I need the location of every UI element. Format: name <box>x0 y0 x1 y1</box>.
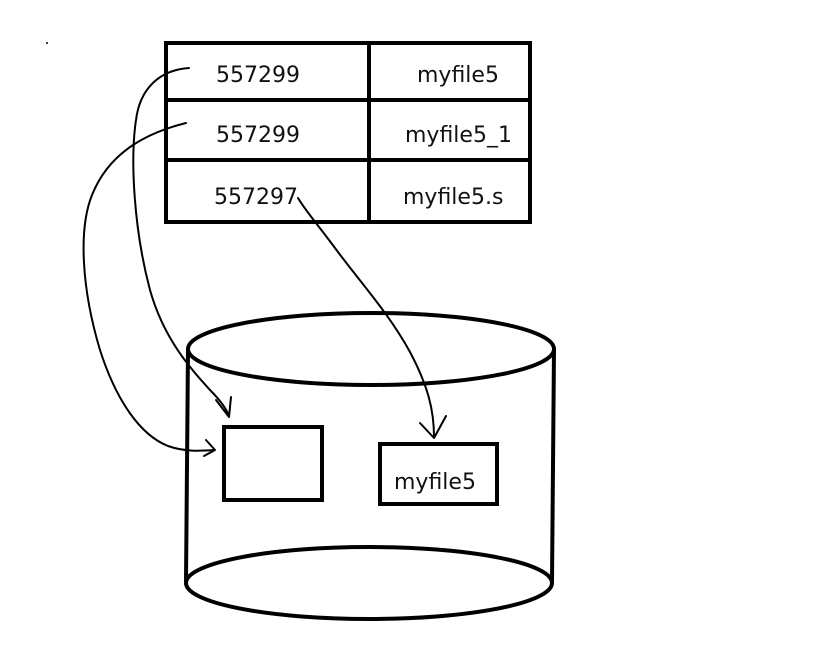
row-2-inode: 557299 <box>216 123 300 148</box>
row-1-filename: myfile5 <box>417 63 499 88</box>
row-3-inode: 557297 <box>214 185 298 210</box>
arrows <box>82 67 447 457</box>
arrow-row3-to-symlink <box>297 197 435 438</box>
symlink-target-label: myfile5 <box>394 470 476 495</box>
stray-dot <box>46 42 48 44</box>
disk-cylinder: myfile5 <box>184 311 556 621</box>
row-1-inode: 557299 <box>216 63 300 88</box>
arrowhead-row1-icon <box>215 396 232 418</box>
table-border <box>164 41 532 224</box>
arrow-row2-to-data-block <box>82 122 215 452</box>
disk-bottom-ellipse <box>184 545 554 621</box>
arrowhead-row3-icon <box>419 415 447 439</box>
disk-top-ellipse <box>186 311 556 387</box>
data-block-box <box>222 425 324 502</box>
arrow-row1-to-data-block <box>132 67 230 417</box>
symlink-target-box <box>378 442 499 506</box>
disk-left-side <box>184 348 190 583</box>
row-2-filename: myfile5_1 <box>405 123 512 148</box>
directory-table: 557299 myfile5 557299 myfile5_1 557297 m… <box>164 41 532 224</box>
arrowhead-row2-icon <box>203 439 216 457</box>
disk-right-side <box>550 348 556 583</box>
row-3-filename: myfile5.s <box>403 185 503 210</box>
